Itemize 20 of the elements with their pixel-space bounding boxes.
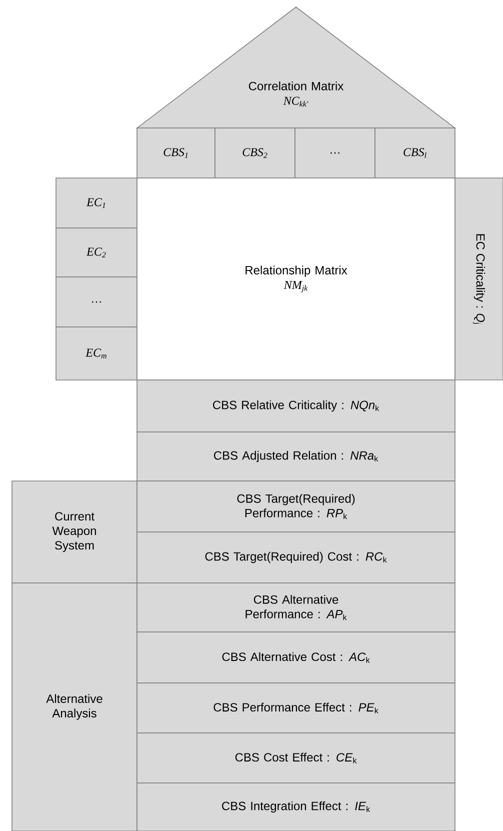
column-header: CBS$_{1}$ (136, 128, 216, 178)
result-row: CBS Cost Effect : CE$_{k}$ (136, 732, 456, 784)
result-row: CBS Performance Effect : PE$_{k}$ (136, 682, 456, 734)
column-header: … (294, 128, 376, 178)
criticality-column: EC Criticality : Q$_{j}$ (454, 178, 503, 380)
result-row: CBS Alternative Cost : AC$_{k}$ (136, 632, 456, 684)
group-label: Current Weapon System (12, 480, 138, 584)
result-row: CBS Integration Effect : IE$_{k}$ (136, 782, 456, 831)
row-header: … (56, 276, 138, 328)
row-header: EC$_{2}$ (56, 228, 138, 278)
relationship-matrix: Relationship Matrix NM$_{jk}$ (136, 178, 456, 380)
result-row: CBS Alternative Performance : AP$_{k}$ (136, 582, 456, 632)
result-row: CBS Target(Required) Cost : RC$_{k}$ (136, 532, 456, 584)
result-row: CBS Relative Criticality : NQn$_{k}$ (136, 380, 456, 432)
row-header: EC$_{m}$ (56, 326, 138, 380)
row-header: EC$_{1}$ (56, 178, 138, 228)
result-row: CBS Target(Required) Performance : RP$_{k}$ (136, 480, 456, 532)
column-header: CBS$_{2}$ (214, 128, 296, 178)
result-row: CBS Adjusted Relation : NRa$_{k}$ (136, 432, 456, 482)
column-header: CBS$_{l}$ (374, 128, 456, 178)
